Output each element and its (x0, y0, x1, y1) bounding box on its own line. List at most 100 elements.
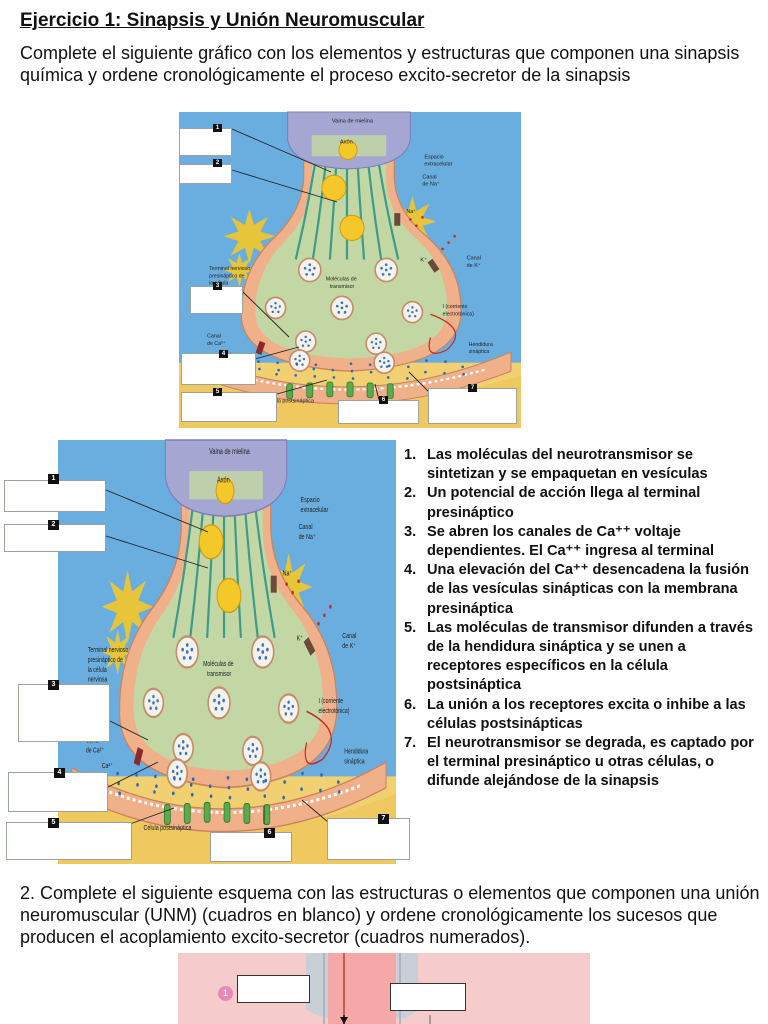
step-item: 7. El neurotransmisor se degrada, es capt… (404, 734, 754, 792)
extracellular-space-label: extracelular (424, 162, 452, 168)
box-number-tag: 2 (48, 520, 59, 530)
step-number: 1. (404, 447, 417, 463)
synaptic-cleft-label: Hendidura (344, 748, 368, 756)
step-item: 6. La unión a los receptores excita o inh… (404, 696, 754, 734)
nmj-step-marker: 1 (218, 986, 233, 1001)
postsynaptic-cell-label: Célula postsináptica (266, 399, 315, 405)
leader-line (408, 371, 430, 393)
step-number: 4. (404, 562, 417, 579)
calcium-channel-label: Canal (207, 333, 221, 339)
answer-box-5[interactable] (6, 822, 132, 860)
potassium-channel-label: de K⁺ (342, 642, 356, 650)
box-number-tag: 7 (378, 814, 389, 824)
presynaptic-terminal-label: Terminal nervioso (209, 266, 250, 272)
sodium-channel-label: de Na⁺ (422, 181, 439, 188)
answer-box-7[interactable] (428, 388, 517, 424)
answer-box-3[interactable] (190, 286, 243, 314)
step-text: Las moléculas del neurotransmisor se sin… (427, 447, 708, 483)
transmitter-molecules-label: Moléculas de (326, 276, 357, 282)
step-number: 5. (404, 619, 417, 636)
extracellular-space-label: Espacio (301, 496, 320, 504)
sodium-channel-label: Canal (422, 174, 436, 180)
transmitter-molecules-label: Moléculas de (203, 660, 234, 668)
extracellular-space-label: extracelular (301, 506, 329, 514)
answer-box-4[interactable] (8, 772, 108, 812)
nmj-answer-box-right[interactable] (390, 983, 466, 1011)
potassium-ion-label: K⁺ (420, 256, 427, 263)
answer-box-1[interactable] (179, 128, 232, 156)
synaptic-cleft-label: sináptica (469, 349, 490, 355)
calcium-channel-label: de Ca²⁺ (207, 341, 226, 347)
step-text: Se abren los canales de Ca⁺⁺ voltaje dep… (427, 523, 715, 560)
electrotonic-current-label: electrotónica) (318, 707, 349, 715)
myelin-sheath-label: Vaina de mielina (209, 448, 250, 456)
step-number: 7. (404, 735, 417, 752)
potassium-channel-label: de K⁺ (467, 262, 481, 269)
electrotonic-current-label: I (corriente (443, 304, 468, 310)
presynaptic-terminal-label: la célula (88, 666, 107, 674)
myelin-sheath-label: Vaina de mielina (332, 118, 374, 124)
leader-line (105, 489, 209, 533)
leader-line (105, 535, 209, 569)
box-number-tag: 5 (213, 388, 222, 396)
sodium-ion-label: Na⁺ (283, 570, 293, 578)
step-item: 2.Un potencial de acción llega al termin… (404, 484, 754, 522)
axon-label: Axón (217, 477, 230, 485)
potassium-ion-label: K⁺ (297, 635, 304, 643)
step-item: 4.Una elevación del Ca⁺⁺ desencadena la … (404, 561, 754, 619)
leader-lines (105, 489, 329, 825)
neuromuscular-junction-figure: 1 (178, 953, 590, 1024)
step-item: 1. Las moléculas del neurotransmisor se s… (404, 446, 754, 484)
electrotonic-current-label: electrotónica) (443, 311, 475, 317)
nmj-answer-box-left[interactable] (237, 975, 310, 1003)
step-item: 3. Se abren los canales de Ca⁺⁺ voltaje d… (404, 523, 754, 561)
step-text: El neurotransmisor se degrada, es captad… (427, 735, 754, 790)
postsynaptic-cell-label: Célula postsináptica (143, 824, 191, 832)
presynaptic-terminal-label: nerviosa (88, 676, 108, 684)
answer-box-1[interactable] (4, 480, 106, 512)
presynaptic-terminal-label: Terminal nervioso (88, 646, 129, 654)
box-number-tag: 3 (48, 680, 59, 690)
box-number-tag: 4 (54, 768, 65, 778)
answer-box-6[interactable] (210, 832, 292, 862)
leader-line (231, 128, 332, 173)
electrotonic-current-label: I (corriente (318, 697, 343, 705)
leader-line (242, 291, 290, 338)
sodium-ion-label: Na⁺ (406, 208, 416, 215)
leader-line (107, 719, 149, 741)
step-text: Un potencial de acción llega al terminal… (427, 485, 701, 521)
exercise-2-instructions: 2. Complete el siguiente esquema con las… (20, 883, 760, 947)
box-number-tag: 1 (213, 124, 222, 132)
box-number-tag: 4 (219, 350, 228, 358)
answer-box-6[interactable] (338, 400, 419, 424)
leader-line (231, 169, 338, 203)
box-number-tag: 6 (379, 396, 388, 404)
answer-box-5[interactable] (181, 392, 277, 422)
answer-box-2[interactable] (179, 164, 232, 184)
leader-line (301, 799, 329, 823)
step-number: 6. (404, 696, 417, 713)
step-text: La unión a los receptores excita o inhib… (427, 696, 746, 732)
transmitter-molecules-label: transmisor (330, 284, 355, 290)
step-item: 5.Las moléculas de transmisor difunden a… (404, 619, 754, 696)
presynaptic-terminal-label: presináptico de (88, 656, 123, 664)
sodium-channel-label: Canal (299, 523, 313, 531)
leader-line (374, 383, 380, 401)
calcium-ion-label: Ca²⁺ (102, 762, 113, 770)
box-number-tag: 6 (264, 828, 275, 838)
step-number: 3. (404, 523, 417, 540)
extracellular-space-label: Espacio (424, 154, 443, 160)
answer-box-4[interactable] (181, 353, 256, 385)
leader-line (250, 346, 300, 361)
page-title: Ejercicio 1: Sinapsis y Unión Neuromuscu… (20, 10, 425, 31)
answer-box-7[interactable] (327, 818, 410, 860)
answer-box-3[interactable] (18, 684, 110, 742)
exercise-1-instructions: Complete el siguiente gráfico con los el… (20, 43, 740, 85)
leader-line (105, 761, 159, 789)
leader-line (129, 807, 175, 825)
box-number-tag: 2 (213, 159, 222, 167)
nmj-step-number: 1 (222, 988, 228, 998)
synaptic-cleft-label: Hendidura (469, 342, 493, 348)
